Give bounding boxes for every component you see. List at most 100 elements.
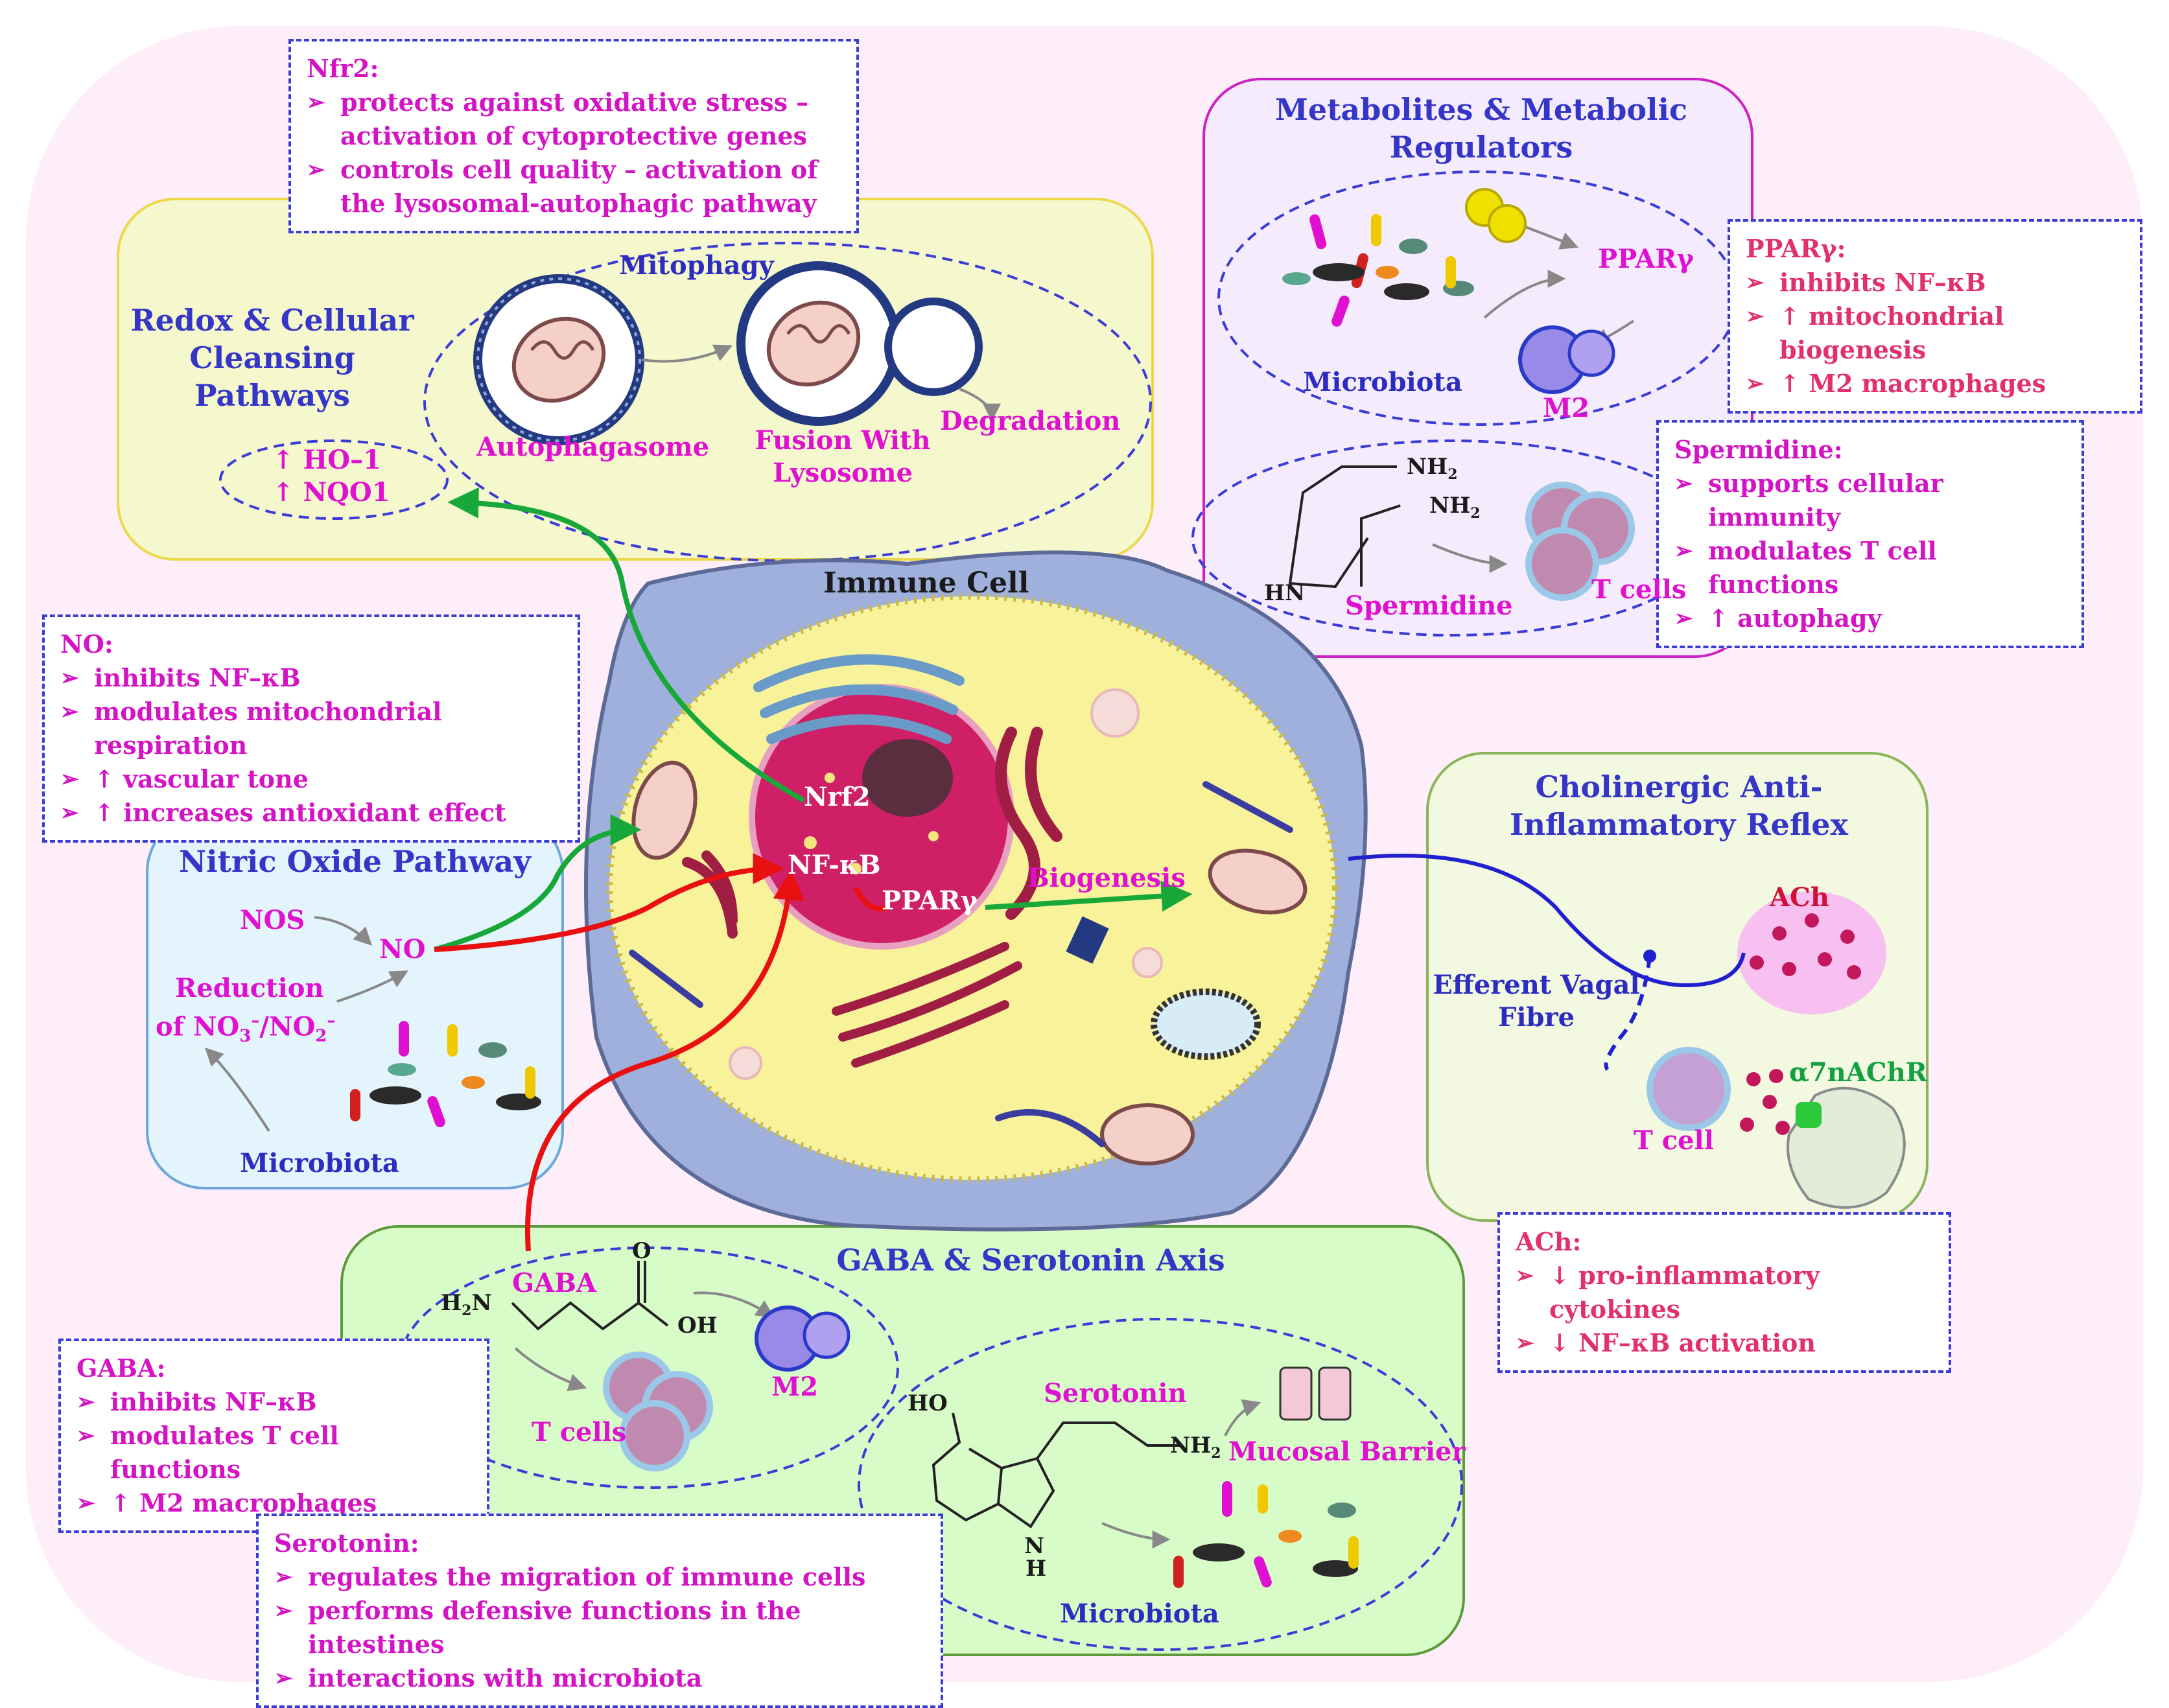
- microbiota-nitric-label: Microbiota: [240, 1148, 399, 1178]
- lysosome-membrane: [884, 298, 983, 396]
- nrf2-label: Nrf2: [804, 782, 871, 812]
- no-to-mitochondrion-arrow: [433, 814, 642, 952]
- receptor-label: α7nAChR: [1789, 1057, 1927, 1088]
- serotonin-structure: [932, 1412, 1180, 1528]
- t-cells-gaba-label: T cells: [532, 1417, 627, 1447]
- ho1-ellipse: [219, 439, 449, 520]
- indole-n-label: N: [1024, 1533, 1045, 1559]
- ppar-note-item: ↑ mitochondrial biogenesis: [1746, 299, 2124, 367]
- spermidine-note-item: ↑ autophagy: [1674, 602, 2066, 635]
- microbiota-metabolite-label: Microbiota: [1303, 367, 1462, 397]
- nitric-title: Nitric Oxide Pathway: [179, 844, 531, 879]
- spermidine-structure: [1288, 465, 1401, 589]
- ho1-label: ↑ HO–1: [272, 445, 381, 475]
- ppar-metabolite-label: PPARγ: [1598, 244, 1694, 274]
- oh-label: OH: [677, 1313, 718, 1339]
- nh2-label-b: NH2: [1429, 493, 1481, 522]
- nrf2-to-ho1-arrow: [447, 487, 805, 803]
- mitophagy-label: Mitophagy: [619, 250, 774, 281]
- metabolites-title: Metabolites & Metabolic Regulators: [1274, 92, 1688, 165]
- ppar-note-heading: PPARγ:: [1746, 234, 1846, 263]
- serotonin-note: Serotonin: regulates the migration of im…: [256, 1514, 943, 1708]
- o-label: O: [632, 1238, 651, 1264]
- nqo1-label: ↑ NQO1: [272, 477, 390, 508]
- mitochondrion-bottom: [1100, 1103, 1195, 1165]
- er-icon: [995, 727, 1062, 920]
- mucosal-barrier-icon: [1279, 1366, 1352, 1421]
- immune-cell-label: Immune Cell: [823, 567, 1029, 600]
- m2-macrophage-metabolites: [1518, 325, 1615, 394]
- mitochondrion-icon: [511, 316, 606, 403]
- nos-label: NOS: [240, 905, 305, 935]
- spermidine-note-heading: Spermidine:: [1674, 435, 1843, 464]
- cholinergic-title: Cholinergic Anti-Inflammatory Reflex: [1510, 769, 1848, 842]
- redox-title: Redox & Cellular Cleansing Pathways: [130, 303, 414, 413]
- no-note: NO: inhibits NF–κB modulates mitochondri…: [42, 614, 580, 843]
- no-note-item: ↑ vascular tone: [60, 762, 562, 796]
- ppar-note-item: inhibits NF–κB: [1746, 266, 2124, 299]
- m2-metabolite-label: M2: [1543, 393, 1590, 423]
- serotonin-note-heading: Serotonin:: [274, 1528, 419, 1558]
- spermidine-note-item: supports cellular immunity: [1674, 467, 2066, 534]
- serotonin-note-item: regulates the migration of immune cells: [274, 1560, 925, 1594]
- spermidine-note-item: modulates T cell functions: [1674, 534, 2066, 602]
- centriole-icon: [1066, 916, 1109, 964]
- reduction-label: Reduction: [175, 973, 324, 1003]
- no-note-item: modulates mitochondrial respiration: [60, 695, 562, 762]
- m2-gaba-label: M2: [771, 1372, 819, 1402]
- indole-h-label: H: [1026, 1556, 1047, 1582]
- no-label: NO: [379, 934, 426, 965]
- gaba-title: GABA & Serotonin Axis: [836, 1243, 1225, 1278]
- ach-note: ACh: ↓ pro-inflammatory cytokines ↓ NF–κ…: [1497, 1212, 1951, 1373]
- no-note-item: ↑ increases antioxidant effect: [60, 796, 562, 830]
- nfkb-ppar-link: [853, 887, 889, 911]
- golgi-icon: [753, 654, 965, 744]
- gaba-to-nfkb-arrow: [525, 869, 804, 1252]
- gaba-note-item: ↑ M2 macrophages: [76, 1486, 471, 1520]
- t-cell-icon: [1647, 1047, 1731, 1131]
- nfkb-label: NF-κB: [788, 850, 881, 880]
- nh2-label-a: NH2: [1407, 454, 1458, 483]
- serotonin-label: Serotonin: [1044, 1378, 1187, 1409]
- fusion-label: Fusion With Lysosome: [755, 425, 931, 488]
- ach-note-item: ↓ NF–κB activation: [1516, 1326, 1933, 1360]
- ach-cloud: [1737, 891, 1886, 1014]
- vagal-fibre: [1348, 854, 1746, 988]
- efferent-label: Efferent Vagal Fibre: [1433, 970, 1640, 1033]
- ppar-note: PPARγ: inhibits NF–κB ↑ mitochondrial bi…: [1728, 219, 2142, 414]
- ppar-note-item: ↑ M2 macrophages: [1746, 367, 2124, 401]
- gaba-structure: [511, 1261, 669, 1331]
- nrf2-note-item: protects against oxidative stress – acti…: [307, 86, 841, 153]
- t-cells-gaba: [603, 1351, 713, 1471]
- nrf2-note: Nfr2: protects against oxidative stress …: [288, 39, 859, 233]
- serotonin-note-item: performs defensive functions in the inte…: [274, 1594, 925, 1661]
- microbiota-cluster-nitric: [350, 1021, 541, 1127]
- gaba-note-item: inhibits NF–κB: [76, 1385, 471, 1419]
- degradation-label: Degradation: [940, 406, 1121, 436]
- no-note-heading: NO:: [60, 629, 113, 659]
- ach-note-heading: ACh:: [1516, 1227, 1582, 1256]
- mucosal-barrier-label: Mucosal Barrier: [1228, 1436, 1466, 1467]
- no-to-nfkb-arrow: [434, 853, 784, 952]
- serotonin-ellipse: [858, 1318, 1463, 1651]
- gaba-note: GABA: inhibits NF–κB modulates T cell fu…: [58, 1339, 489, 1533]
- ach-molecules: [1740, 913, 1861, 1135]
- t-cells-metabolites: [1525, 482, 1635, 601]
- ho-label: HO: [908, 1390, 948, 1416]
- microbiota-cluster-serotonin: [1173, 1481, 1359, 1588]
- nrf2-note-item: controls cell quality – activation of th…: [307, 153, 841, 220]
- mitochondrion-left: [631, 760, 698, 860]
- ach-label: ACh: [1770, 882, 1829, 913]
- t-cell-cholinergic-label: T cell: [1634, 1125, 1714, 1156]
- nitric-panel: [146, 813, 564, 1189]
- no-note-item: inhibits NF–κB: [60, 661, 562, 695]
- vacuole: [1151, 989, 1261, 1060]
- h2n-label: H2N: [441, 1290, 492, 1319]
- hn-label: HN: [1264, 580, 1306, 606]
- microbiota-serotonin-label: Microbiota: [1060, 1598, 1219, 1629]
- biogenesis-arrow: [985, 880, 1193, 912]
- spermidine-note: Spermidine: supports cellular immunity m…: [1656, 420, 2084, 648]
- gaba-label: GABA: [512, 1268, 597, 1298]
- ach-note-item: ↓ pro-inflammatory cytokines: [1516, 1259, 1933, 1326]
- microbiota-cluster-metabolites: [1282, 214, 1474, 327]
